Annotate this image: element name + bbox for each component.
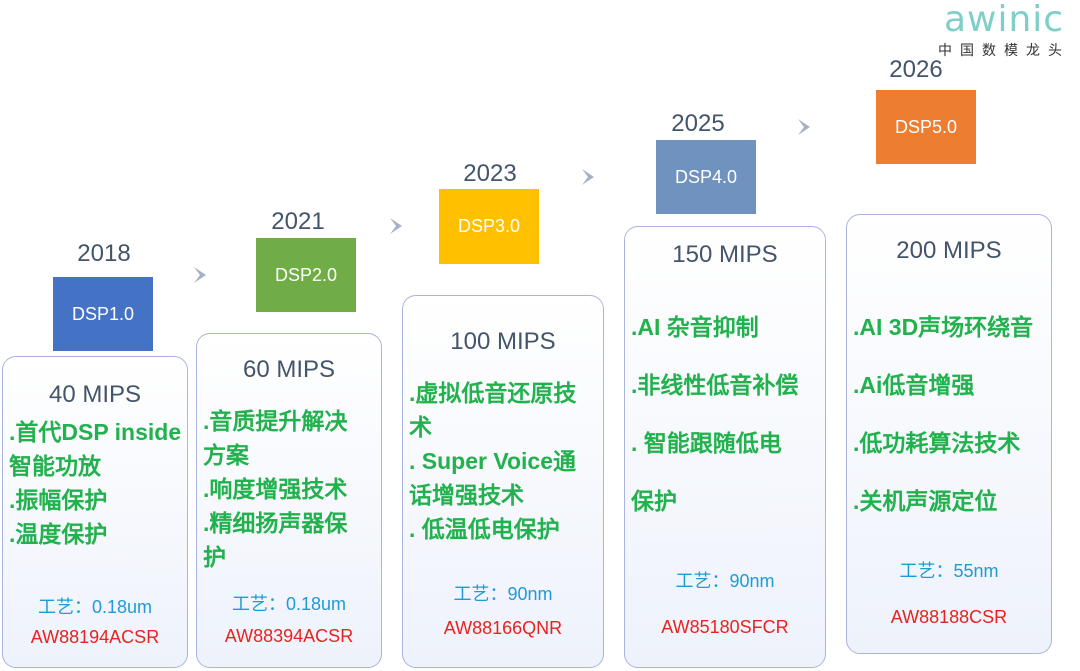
process-label: 工艺：55nm [899,561,999,581]
year-label: 2026 [889,56,943,83]
generation-card: 60 MIPS .音质提升解决 方案 .响度增强技术 .精细扬声器保 护 工艺：… [196,333,382,668]
feature-item: .关机声源定位 [853,488,998,514]
process-label: 工艺：0.18um [37,597,153,617]
feature-list: .AI 3D声场环绕音 .Ai低音增强 .低功耗算法技术 .关机声源定位 [853,313,1047,516]
awinic-logo: awinic 中国数模龙头 [934,2,1074,60]
feature-item: . Super Voice通 [409,448,577,474]
part-number: AW88188CSR [890,607,1008,627]
dsp-badge: DSP1.0 [53,277,153,351]
generation-card: 100 MIPS .虚拟低音还原技 术 . Super Voice通 话增强技术… [402,295,604,668]
feature-item: 方案 [203,442,249,468]
year-label: 2021 [271,208,325,235]
feature-item: 术 [409,414,432,440]
year-label: 2023 [463,160,517,187]
feature-item: .精细扬声器保 [203,510,348,536]
logo-tagline: 中国数模龙头 [938,43,1070,59]
dsp-badge: DSP5.0 [876,90,976,164]
part-number: AW88394ACSR [224,626,354,646]
feature-item: .振幅保护 [9,487,108,513]
mips-label: 100 MIPS [450,328,556,355]
generation-card: 200 MIPS .AI 3D声场环绕音 .Ai低音增强 .低功耗算法技术 .关… [846,214,1052,654]
feature-list: .首代DSP inside 智能功放 .振幅保护 .温度保护 [9,415,183,551]
dsp-badge: DSP3.0 [439,189,539,264]
feature-list: .虚拟低音还原技 术 . Super Voice通 话增强技术 . 低温低电保护 [409,376,599,546]
part-number: AW85180SFCR [661,617,789,637]
chevron-right-icon [384,214,412,238]
process-label: 工艺：90nm [675,571,775,591]
feature-item: .低功耗算法技术 [853,430,1021,456]
generation-card: 150 MIPS .AI 杂音抑制 .非线性低音补偿 . 智能跟随低电 保护 工… [624,226,826,668]
mips-label: 150 MIPS [672,241,778,268]
logo-wordmark: awinic [943,0,1065,40]
feature-item: .温度保护 [9,521,108,547]
dsp-badge: DSP4.0 [656,140,756,214]
feature-item: .非线性低音补偿 [631,372,799,398]
chevron-right-icon [188,263,216,287]
feature-item: .Ai低音增强 [853,372,975,398]
feature-item: .首代DSP inside [9,419,182,445]
feature-item: 保护 [631,488,677,514]
chevron-right-icon [576,165,604,189]
process-label: 工艺：90nm [453,584,553,604]
part-number: AW88194ACSR [30,627,160,647]
process-label: 工艺：0.18um [231,594,347,614]
chevron-right-icon [792,115,820,139]
feature-item: 话增强技术 [409,482,524,508]
mips-label: 200 MIPS [896,237,1002,264]
feature-item: .虚拟低音还原技 [409,380,577,406]
feature-item: 护 [203,544,226,570]
year-label: 2025 [671,110,725,137]
feature-list: .音质提升解决 方案 .响度增强技术 .精细扬声器保 护 [203,404,377,574]
mips-label: 40 MIPS [48,381,142,408]
generation-card: 40 MIPS .首代DSP inside 智能功放 .振幅保护 .温度保护 工… [2,356,188,668]
feature-item: . 智能跟随低电 [631,430,782,456]
feature-item: .AI 3D声场环绕音 [853,314,1034,340]
feature-item: .AI 杂音抑制 [631,314,759,340]
mips-label: 60 MIPS [242,356,336,383]
feature-item: . 低温低电保护 [409,516,560,542]
feature-list: .AI 杂音抑制 .非线性低音补偿 . 智能跟随低电 保护 [631,313,821,516]
feature-item: .音质提升解决 [203,408,348,434]
year-label: 2018 [77,240,131,267]
feature-item: .响度增强技术 [203,476,348,502]
part-number: AW88166QNR [443,618,563,638]
feature-item: 智能功放 [9,453,101,479]
dsp-badge: DSP2.0 [256,238,356,312]
